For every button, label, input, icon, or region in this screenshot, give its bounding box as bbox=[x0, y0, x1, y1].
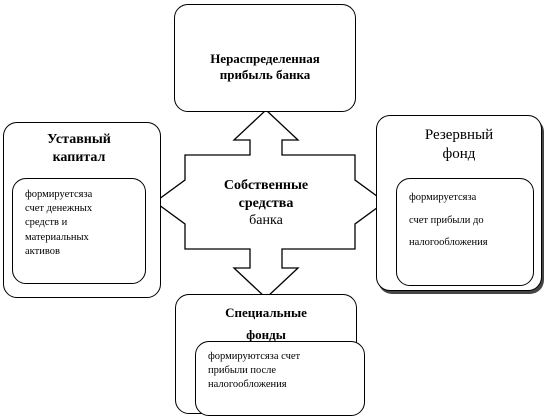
special-funds-desc-line-3: налогообложения bbox=[208, 379, 287, 391]
retained-earnings-title: Нераспределенная прибыль банка bbox=[175, 51, 355, 84]
special-funds-desc: формируютсяза счет прибыли после налогоо… bbox=[208, 350, 363, 393]
reserve-fund-line-1: Резервный bbox=[424, 127, 494, 143]
center-line-1: Собственные bbox=[223, 178, 309, 193]
center-line-2: средства bbox=[238, 195, 294, 211]
reserve-fund-line-2: фонд bbox=[442, 145, 476, 162]
reserve-fund-desc-line-1: формируетсяза bbox=[409, 192, 477, 203]
reserve-fund-desc-box: формируетсяза счет прибыли до налогообло… bbox=[396, 178, 534, 286]
retained-earnings-line-2: прибыль банка bbox=[219, 67, 311, 83]
charter-capital-desc-line-3: средств и bbox=[25, 217, 68, 229]
special-funds-desc-box: формируютсяза счет прибыли после налогоо… bbox=[195, 341, 365, 416]
special-funds-desc-line-2: прибыли после bbox=[208, 365, 277, 377]
special-funds-desc-line-1: формируютсяза счет bbox=[208, 351, 301, 362]
charter-capital-desc-line-1: формируетсяза bbox=[25, 189, 93, 200]
center-title: Собственные средства банка bbox=[206, 177, 326, 230]
special-funds-line-2: фонды bbox=[246, 327, 286, 343]
reserve-fund-desc: формируетсяза счет прибыли до налогообло… bbox=[409, 187, 533, 255]
charter-capital-desc-line-4: материальных bbox=[25, 231, 89, 243]
charter-capital-title: Уставный капитал bbox=[4, 131, 154, 166]
charter-capital-desc: формируетсяза счет денежных средств и ма… bbox=[25, 188, 143, 259]
reserve-fund-desc-line-2: счет прибыли до bbox=[409, 214, 484, 226]
special-funds-line-1: Специальные bbox=[225, 305, 307, 320]
center-line-3: банка bbox=[249, 213, 283, 228]
retained-earnings-line-1: Нераспределенная bbox=[210, 51, 320, 66]
special-funds-title: Специальные фонды bbox=[176, 305, 356, 344]
charter-capital-desc-box: формируетсяза счет денежных средств и ма… bbox=[12, 178, 146, 284]
retained-earnings-box: Нераспределенная прибыль банка bbox=[174, 4, 356, 112]
charter-capital-desc-line-5: активов bbox=[25, 245, 60, 257]
charter-capital-line-2: капитал bbox=[52, 149, 106, 165]
reserve-fund-desc-line-3: налогообложения bbox=[409, 237, 488, 249]
reserve-fund-title: Резервный фонд bbox=[377, 126, 541, 164]
charter-capital-line-1: Уставный bbox=[47, 132, 111, 147]
charter-capital-desc-line-2: счет денежных bbox=[25, 203, 93, 215]
